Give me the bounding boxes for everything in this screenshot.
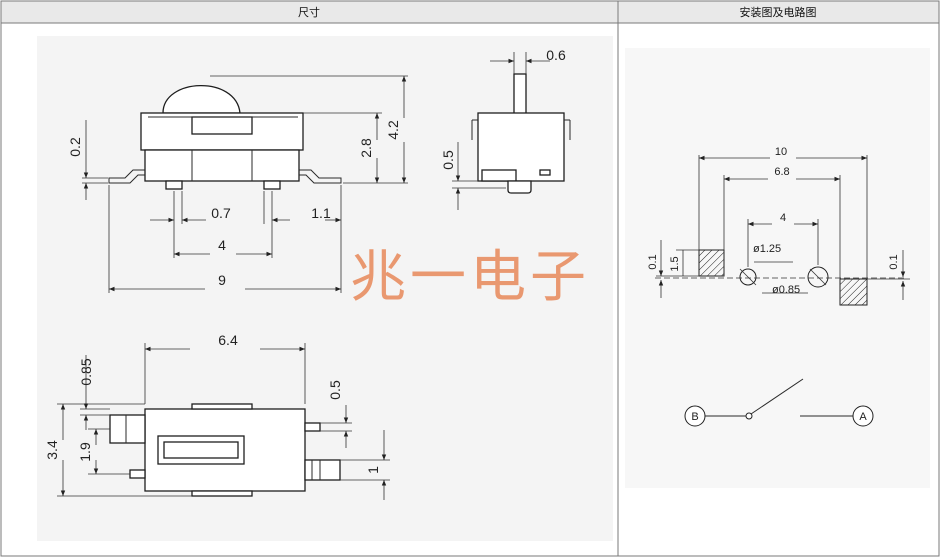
side-view: 0.6 0.5 (440, 47, 571, 210)
dim-2-8: 2.8 (358, 138, 374, 158)
installation-header: 安装图及电路图 (740, 5, 817, 19)
dim-0-5-top: 0.5 (327, 380, 343, 400)
hole-small-label: ø0.85 (772, 284, 800, 296)
dim-3-4: 3.4 (44, 440, 60, 460)
pcb-footprint: 10 6.8 4 ø1.25 ø0.85 0.1 1.5 0.1 (647, 146, 910, 306)
terminal-a-label: A (859, 411, 867, 423)
dim-4: 4 (218, 237, 226, 253)
dim-6-4: 6.4 (218, 332, 238, 348)
front-view: 0.2 0.7 1.1 4 9 2.8 4.2 (67, 75, 408, 293)
dim-4-2: 4.2 (385, 120, 401, 140)
dim-10: 10 (775, 146, 787, 158)
dim-0-85: 0.85 (78, 358, 94, 385)
top-view: 6.4 3.4 0.85 1.9 0.5 1 (44, 332, 390, 500)
dim-9: 9 (218, 272, 226, 288)
hole-large-label: ø1.25 (753, 243, 781, 255)
dim-4-footprint: 4 (780, 212, 786, 224)
terminal-b-label: B (691, 411, 698, 423)
watermark-text: 兆一电子 (350, 245, 590, 310)
dim-0-7: 0.7 (211, 205, 231, 221)
dim-0-2: 0.2 (67, 137, 83, 157)
dim-0-5-side: 0.5 (440, 150, 456, 170)
dim-1-9: 1.9 (77, 442, 93, 462)
dim-0-1-left: 0.1 (647, 254, 659, 269)
dim-1-1: 1.1 (311, 205, 331, 221)
dimension-header: 尺寸 (298, 5, 320, 19)
dim-0-6: 0.6 (546, 47, 566, 63)
circuit-diagram: B A (684, 378, 874, 427)
dim-1-5: 1.5 (669, 256, 681, 271)
dim-6-8: 6.8 (774, 166, 789, 178)
dim-1: 1 (365, 466, 381, 474)
dim-0-1-right: 0.1 (888, 254, 900, 269)
